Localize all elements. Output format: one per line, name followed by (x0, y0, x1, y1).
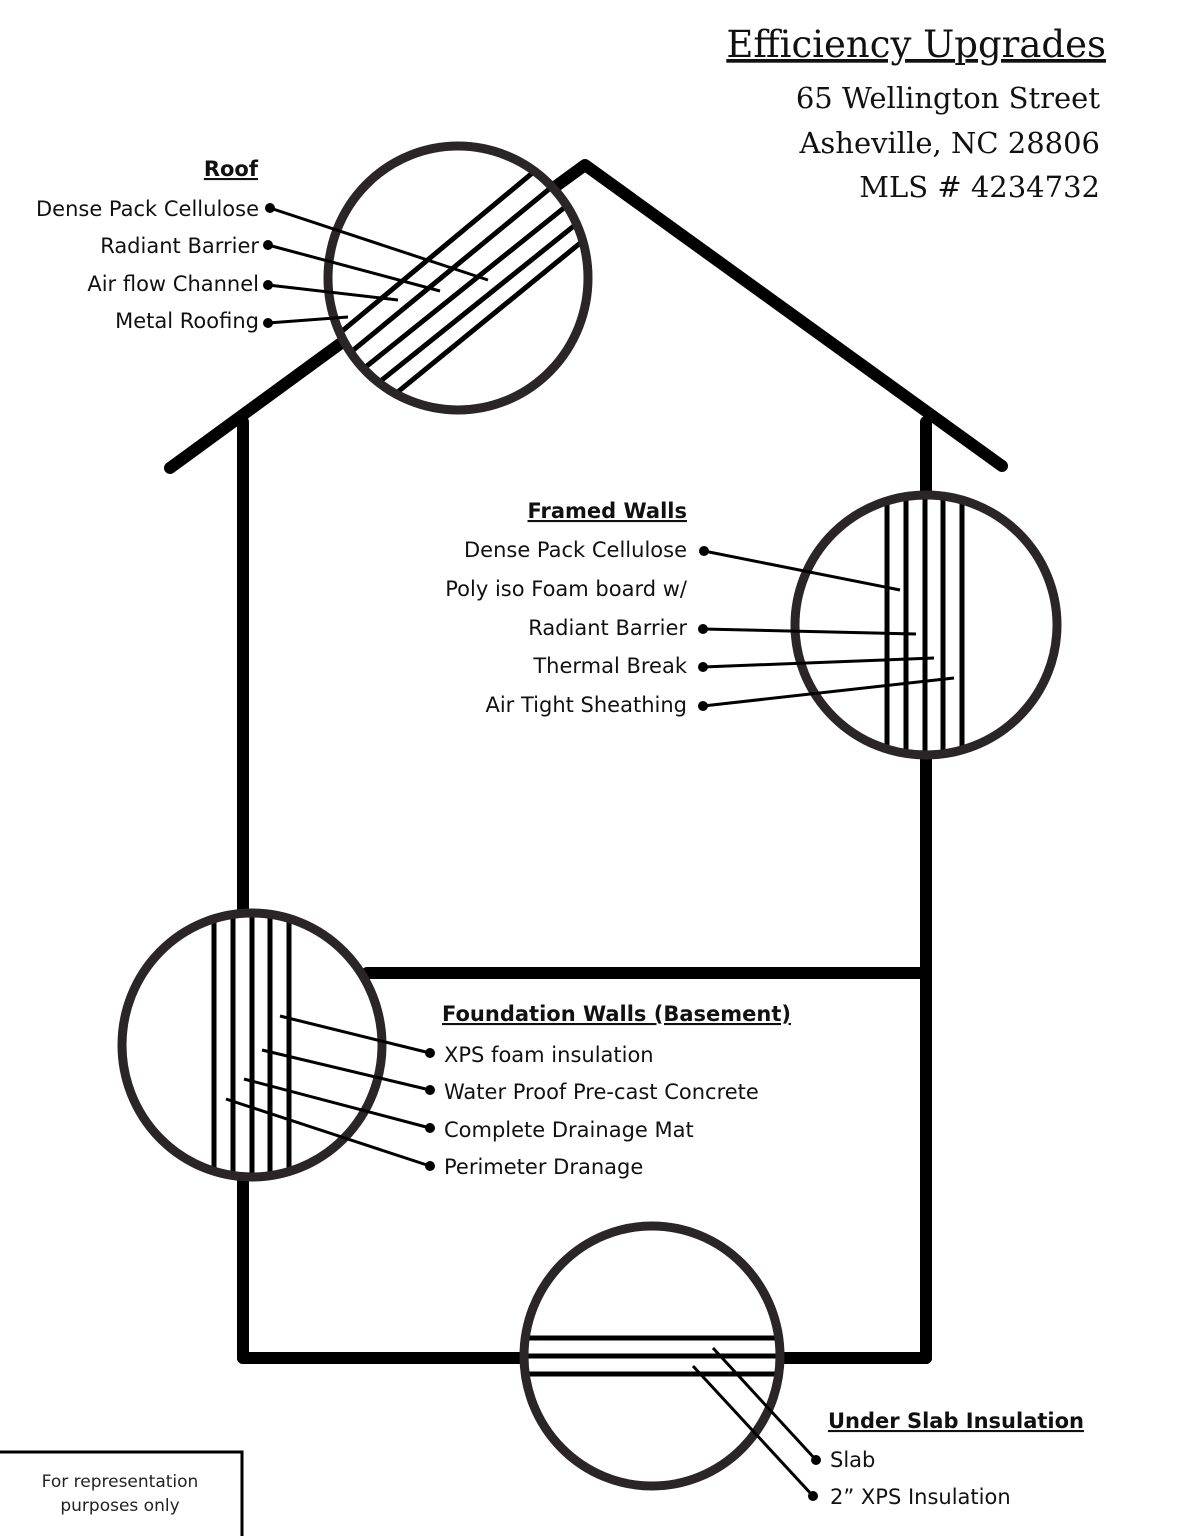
under-slab-item: 2” XPS Insulation (830, 1485, 1011, 1509)
foundation-item: Perimeter Dranage (444, 1155, 643, 1179)
foundation-leaders (225, 1014, 435, 1171)
framed-walls-heading: Framed Walls (528, 499, 687, 523)
framed-walls-item: Thermal Break (532, 654, 688, 678)
house-outline (164, 159, 1008, 1364)
framed-walls-leaders (698, 546, 955, 711)
under-slab-item: Slab (830, 1448, 875, 1472)
address-city: Asheville, NC 28806 (798, 126, 1100, 160)
disclaimer-line: For representation (42, 1472, 199, 1492)
under-slab-leaders (691, 1346, 821, 1501)
framed-walls-item: Air Tight Sheathing (485, 693, 687, 717)
disclaimer-box: For representation purposes only (0, 1450, 244, 1536)
framed-walls-item: Dense Pack Cellulose (464, 538, 687, 562)
under-slab-heading: Under Slab Insulation (828, 1409, 1084, 1433)
foundation-heading: Foundation Walls (Basement) (442, 1002, 791, 1026)
roof-leaders (263, 203, 489, 328)
under-slab-detail-circle (519, 1221, 785, 1491)
roof-item: Air flow Channel (87, 272, 259, 296)
framed-walls-item: Poly iso Foam board w/ (445, 577, 688, 601)
framed-walls-item: Radiant Barrier (528, 616, 687, 640)
foundation-detail-circle (117, 908, 387, 1182)
roof-detail-circle (323, 141, 593, 415)
foundation-item: Complete Drainage Mat (444, 1118, 694, 1142)
disclaimer-line: purposes only (60, 1496, 179, 1516)
roof-heading: Roof (204, 157, 259, 181)
framed-walls-detail-circle (790, 490, 1062, 760)
mls-number: MLS # 4234732 (859, 170, 1100, 204)
foundation-item: XPS foam insulation (444, 1043, 654, 1067)
foundation-item: Water Proof Pre-cast Concrete (444, 1080, 759, 1104)
title: Efficiency Upgrades (726, 23, 1106, 66)
address-street: 65 Wellington Street (796, 81, 1101, 115)
roof-item: Dense Pack Cellulose (36, 197, 259, 221)
roof-item: Metal Roofing (115, 309, 259, 333)
roof-item: Radiant Barrier (100, 234, 259, 258)
